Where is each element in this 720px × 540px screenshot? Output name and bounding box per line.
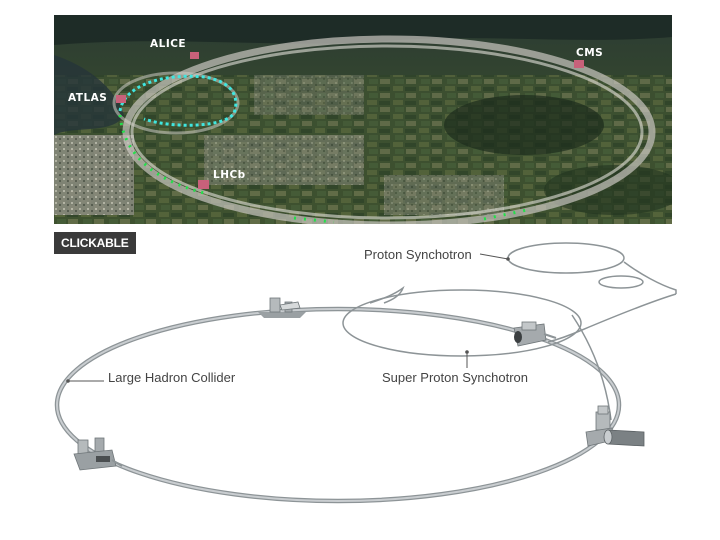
sps-ring[interactable] xyxy=(342,289,582,357)
label-large-hadron-collider[interactable]: Large Hadron Collider xyxy=(108,370,236,385)
leader-dot-sps xyxy=(465,350,469,354)
aerial-photo-lhc: ALICE CMS ATLAS LHCb xyxy=(54,15,672,224)
leader-dot-lhc xyxy=(66,379,70,383)
label-super-proton-synchrotron[interactable]: Super Proton Synchotron xyxy=(382,370,528,385)
leader-line-ps xyxy=(479,253,509,260)
sps-transfer-line xyxy=(369,285,405,304)
detector-icon-top[interactable] xyxy=(258,297,306,318)
label-proton-synchrotron[interactable]: Proton Synchotron xyxy=(364,247,472,262)
site-label-cms: CMS xyxy=(576,47,603,59)
clickable-badge[interactable]: CLICKABLE xyxy=(54,232,136,254)
site-label-lhcb: LHCb xyxy=(213,169,246,181)
ps-ring[interactable] xyxy=(507,242,677,294)
lhc-ring[interactable] xyxy=(54,306,622,504)
site-label-atlas: ATLAS xyxy=(68,92,107,104)
sps-to-lhc-transfer-line xyxy=(571,314,612,421)
accelerator-diagram: Proton Synchotron Large Hadron Collider … xyxy=(54,242,677,504)
ps-to-sps-transfer-line xyxy=(547,293,677,343)
leader-dot-ps xyxy=(506,257,510,261)
detector-icon-sps[interactable] xyxy=(513,321,557,347)
detector-icon-left[interactable] xyxy=(73,437,123,471)
site-label-alice: ALICE xyxy=(150,38,186,50)
detector-icon-right[interactable] xyxy=(585,405,645,447)
